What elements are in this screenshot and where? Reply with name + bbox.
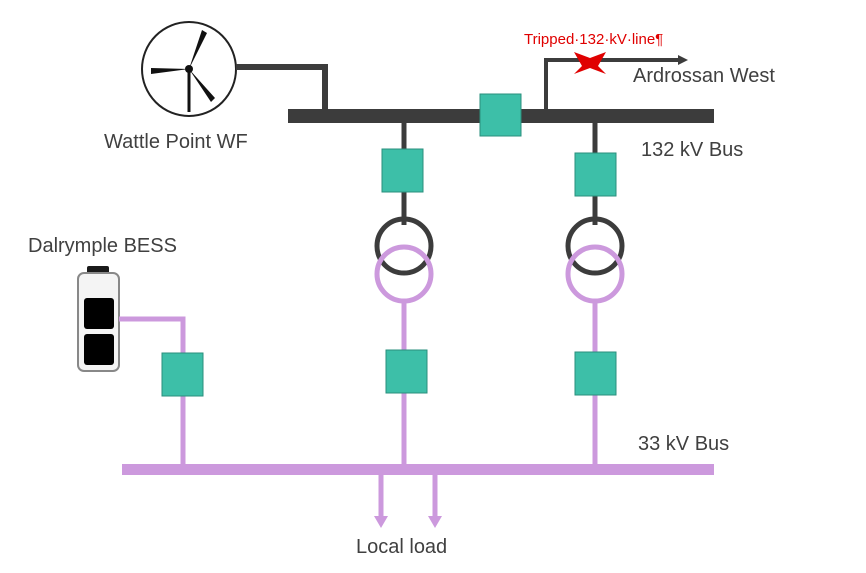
feeder-2-lv-breaker: [574, 351, 617, 396]
bess-label: Dalrymple BESS: [28, 235, 177, 257]
transformer-1-hv-winding: [374, 216, 434, 276]
trip-mark-icon: [574, 52, 606, 74]
tripped-line-label: Tripped·132·kV·line¶: [524, 31, 663, 48]
bess-connection: [119, 316, 186, 466]
bess-breaker: [161, 352, 204, 397]
wind-farm-label: Wattle Point WF: [104, 131, 248, 153]
feeder-1-hv-breaker: [381, 148, 424, 193]
wind-farm-connection: [236, 64, 328, 112]
wind-turbine-icon: [141, 21, 237, 117]
feeder-1-lv-breaker: [385, 349, 428, 394]
local-load-label: Local load: [356, 536, 447, 558]
transformer-2-hv-winding: [565, 216, 625, 276]
bus-33kv: [122, 464, 714, 475]
battery-icon: [77, 266, 120, 372]
bus-132kv-label: 132 kV Bus: [641, 139, 743, 161]
local-load-arrow-right-icon: [428, 475, 442, 528]
line-arrow-icon: [678, 55, 688, 65]
local-load-arrow-left-icon: [374, 475, 388, 528]
feeder-2-hv-breaker: [574, 152, 617, 197]
bus-33kv-label: 33 kV Bus: [638, 433, 729, 455]
tripped-line-132kv: [544, 58, 678, 112]
ardrossan-west-label: Ardrossan West: [633, 65, 775, 87]
bus-coupler-breaker: [479, 93, 522, 137]
